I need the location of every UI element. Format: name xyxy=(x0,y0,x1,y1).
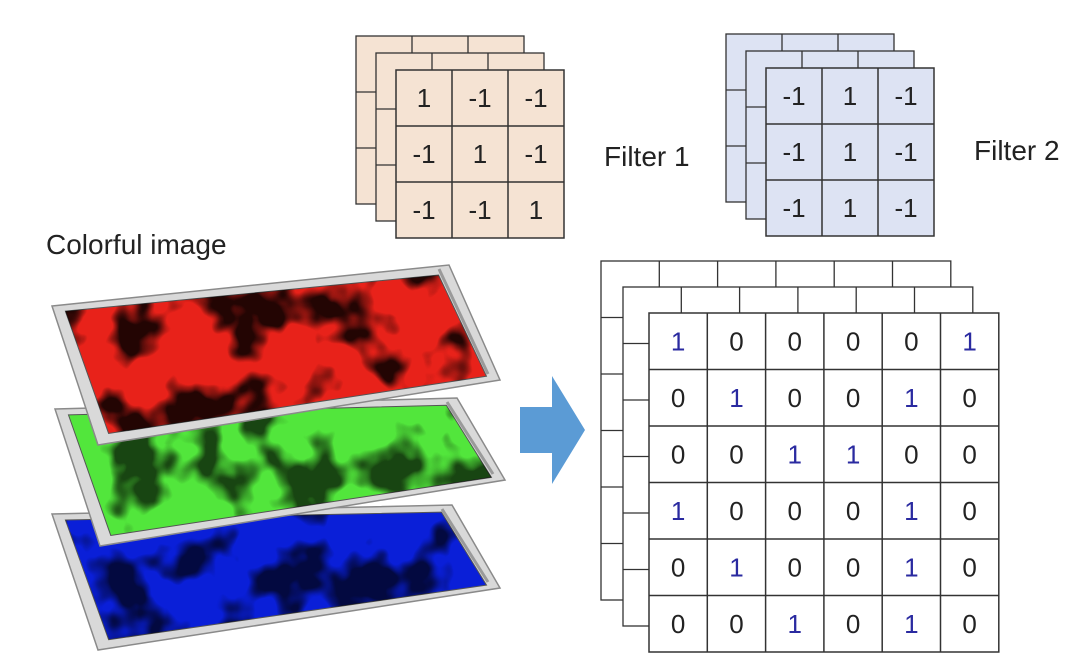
filter-cell-value: 1 xyxy=(843,193,857,223)
right-arrow-icon xyxy=(520,376,585,484)
feature-cell-value: 0 xyxy=(962,439,976,469)
filter-cell-value: -1 xyxy=(468,195,491,225)
filter-cell-value: -1 xyxy=(524,139,547,169)
filter-cell-value: 1 xyxy=(843,137,857,167)
feature-cell-value: 0 xyxy=(671,609,685,639)
feature-cell-value: 0 xyxy=(729,609,743,639)
feature-cell-value: 1 xyxy=(788,609,802,639)
feature-cell-value: 0 xyxy=(788,326,802,356)
feature-cell-value: 1 xyxy=(671,496,685,526)
feature-cell-value: 0 xyxy=(846,326,860,356)
filter-cell-value: 1 xyxy=(843,81,857,111)
feature-cell-value: 0 xyxy=(729,439,743,469)
feature-cell-value: 1 xyxy=(729,552,743,582)
feature-cell-value: 1 xyxy=(788,439,802,469)
feature-cell-value: 0 xyxy=(962,383,976,413)
feature-cell-value: 0 xyxy=(671,439,685,469)
filter-2: -1 1 -1 -1 1 -1 -1 1 -1 xyxy=(725,33,935,237)
feature-map-front-layer: 1 0 0 0 0 1 0 1 0 0 1 0 0 0 1 1 0 0 1 0 0 0 1 0 0 1 0 0 1 0 0 0 1 0 1 0 xyxy=(648,312,1000,653)
colorful-image-label: Colorful image xyxy=(46,229,227,260)
feature-cell-value: 0 xyxy=(846,383,860,413)
feature-cell-value: 1 xyxy=(904,609,918,639)
feature-cell-value: 0 xyxy=(671,383,685,413)
filter-1-label: Filter 1 xyxy=(604,141,690,172)
filter-cell-value: -1 xyxy=(468,83,491,113)
feature-cell-value: 0 xyxy=(846,552,860,582)
feature-map-stack: 1 0 0 0 0 1 0 1 0 0 1 0 0 0 1 1 0 0 1 0 0 0 1 0 0 1 0 0 1 0 0 0 1 0 1 0 xyxy=(600,260,1000,653)
filter-cell-value: -1 xyxy=(782,81,805,111)
feature-cell-value: 0 xyxy=(962,552,976,582)
filter-2-label: Filter 2 xyxy=(974,135,1060,166)
window-scrollbar xyxy=(437,268,490,375)
filter-cell-value: -1 xyxy=(782,137,805,167)
filter-cell-value: -1 xyxy=(412,195,435,225)
filter-cell-value: -1 xyxy=(782,193,805,223)
filter-1: 1 -1 -1 -1 1 -1 -1 -1 1 xyxy=(355,35,565,239)
feature-cell-value: 0 xyxy=(729,326,743,356)
window-scrollbar xyxy=(440,508,490,583)
feature-cell-value: 0 xyxy=(846,496,860,526)
filter-cell-value: 1 xyxy=(417,83,431,113)
feature-cell-value: 1 xyxy=(904,383,918,413)
filter-cell-value: -1 xyxy=(894,137,917,167)
filter-cell-value: -1 xyxy=(894,81,917,111)
feature-cell-value: 0 xyxy=(962,496,976,526)
feature-cell-value: 0 xyxy=(729,496,743,526)
feature-cell-value: 0 xyxy=(671,552,685,582)
filter-cell-value: -1 xyxy=(894,193,917,223)
filter-front-layer: -1 1 -1 -1 1 -1 -1 1 -1 xyxy=(765,67,935,237)
filter-cell-value: -1 xyxy=(524,83,547,113)
feature-cell-value: 0 xyxy=(788,383,802,413)
filter-front-layer: 1 -1 -1 -1 1 -1 -1 -1 1 xyxy=(395,69,565,239)
feature-cell-value: 1 xyxy=(846,439,860,469)
feature-cell-value: 1 xyxy=(671,326,685,356)
feature-cell-value: 0 xyxy=(904,326,918,356)
feature-cell-value: 1 xyxy=(962,326,976,356)
feature-cell-value: 0 xyxy=(904,439,918,469)
feature-cell-value: 1 xyxy=(904,496,918,526)
filter-cell-value: 1 xyxy=(473,139,487,169)
feature-cell-value: 0 xyxy=(962,609,976,639)
window-scrollbar xyxy=(445,401,495,475)
filter-cell-value: -1 xyxy=(412,139,435,169)
feature-cell-value: 0 xyxy=(788,552,802,582)
feature-cell-value: 1 xyxy=(729,383,743,413)
feature-cell-value: 1 xyxy=(904,552,918,582)
filter-cell-value: 1 xyxy=(529,195,543,225)
feature-cell-value: 0 xyxy=(846,609,860,639)
feature-cell-value: 0 xyxy=(788,496,802,526)
